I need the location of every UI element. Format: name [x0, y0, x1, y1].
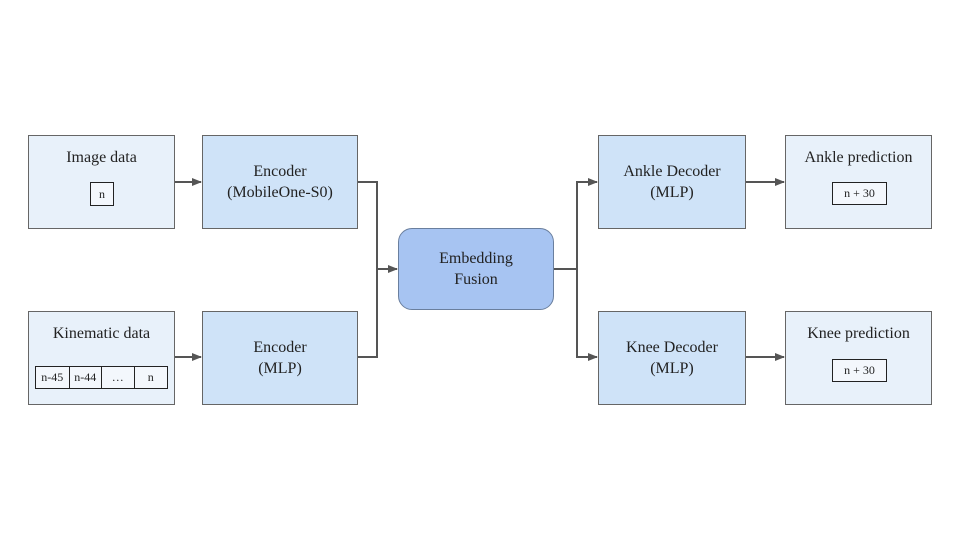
kinematic-data-title: Kinematic data: [52, 325, 151, 342]
image-encoder-label: Encoder (MobileOne-S0): [227, 161, 333, 203]
knee-prediction-tag: n + 30: [832, 359, 887, 382]
sequence-cell: n: [147, 370, 154, 384]
knee-decoder-label: Knee Decoder (MLP): [626, 337, 718, 379]
ankle-decoder-line1: Ankle Decoder: [623, 163, 721, 180]
ankle-prediction-tag: n + 30: [832, 182, 887, 205]
arrow-encoder-image-to-fusion: [358, 181, 398, 273]
image-data-title: Image data: [66, 149, 137, 166]
image-encoder-line1: Encoder: [253, 163, 307, 180]
arrow-fusion-to-knee-decoder: [576, 269, 598, 361]
knee-decoder-line2: (MLP): [650, 360, 694, 377]
knee-decoder-box: Knee Decoder (MLP): [598, 311, 746, 405]
kinematic-encoder-line2: (MLP): [258, 360, 302, 377]
image-data-box: Image data n: [28, 135, 175, 229]
knee-decoder-line1: Knee Decoder: [626, 339, 718, 356]
kinematic-sequence: n-45 n-44 … n: [35, 366, 168, 389]
kinematic-encoder-box: Encoder (MLP): [202, 311, 358, 405]
arrow-encoder-kinematic-to-fusion: [358, 269, 378, 358]
image-encoder-box: Encoder (MobileOne-S0): [202, 135, 358, 229]
embedding-fusion-label: Embedding Fusion: [439, 248, 513, 290]
image-frame-tag: n: [90, 182, 114, 206]
sequence-cell: n-45: [36, 367, 70, 388]
ankle-prediction-title: Ankle prediction: [804, 149, 913, 166]
ankle-decoder-line2: (MLP): [650, 184, 694, 201]
knee-prediction-title: Knee prediction: [807, 325, 910, 342]
ankle-decoder-box: Ankle Decoder (MLP): [598, 135, 746, 229]
kinematic-data-box: Kinematic data n-45 n-44 … n: [28, 311, 175, 405]
sequence-cell: n-44: [70, 367, 102, 388]
kinematic-encoder-label: Encoder (MLP): [253, 337, 306, 379]
ankle-decoder-label: Ankle Decoder (MLP): [623, 161, 720, 203]
arrow-fusion-to-ankle-decoder: [554, 178, 598, 270]
ankle-prediction-box: Ankle prediction n + 30: [785, 135, 932, 229]
image-encoder-line2: (MobileOne-S0): [227, 184, 333, 201]
embedding-fusion-box: Embedding Fusion: [398, 228, 554, 310]
fusion-line2: Fusion: [454, 271, 498, 288]
sequence-cell: …: [102, 367, 135, 388]
fusion-line1: Embedding: [439, 250, 513, 267]
kinematic-encoder-line1: Encoder: [253, 339, 307, 356]
knee-prediction-box: Knee prediction n + 30: [785, 311, 932, 405]
